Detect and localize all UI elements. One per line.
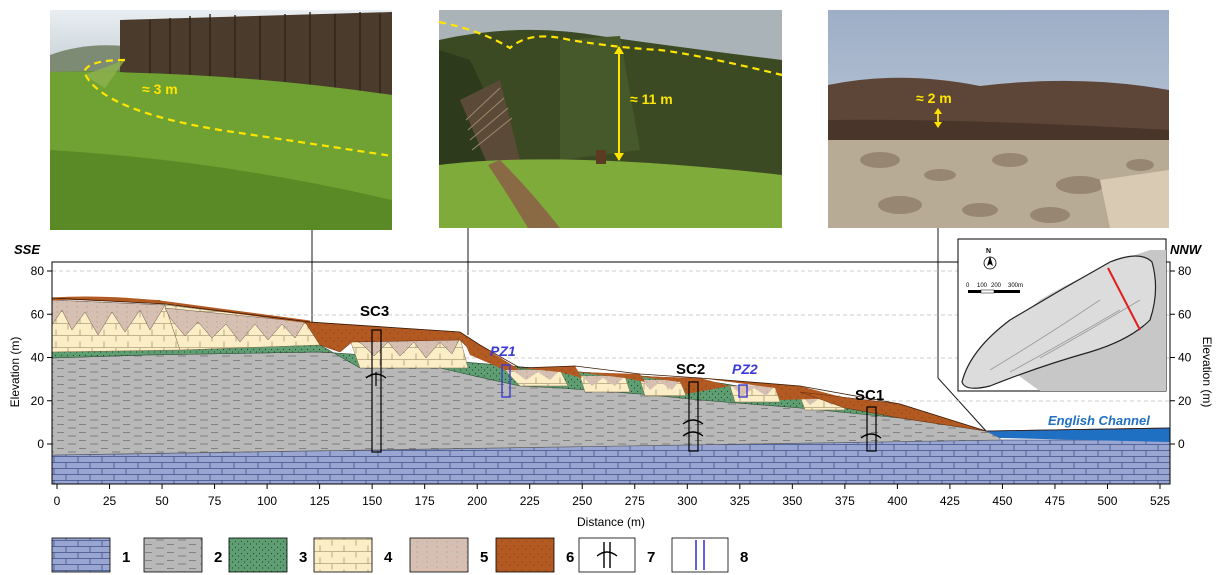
x-tick-label: 200 <box>467 494 487 508</box>
svg-text:0: 0 <box>966 283 970 289</box>
borehole-sc2-label: SC2 <box>676 361 705 378</box>
plot-frame <box>51 261 1171 485</box>
layer-flint-1 <box>51 299 166 336</box>
x-tick-label: 450 <box>992 494 1012 508</box>
photo-connectors <box>311 228 987 432</box>
y-tick-label: 80 <box>1178 264 1192 278</box>
svg-text:3: 3 <box>299 549 307 566</box>
legend-item-7: 7 <box>578 537 655 573</box>
piezometer-pz1: PZ1 <box>490 343 516 398</box>
legend-item-2: 2 <box>143 537 222 573</box>
legend-item-1: 1 <box>51 537 130 573</box>
svg-text:200: 200 <box>991 283 1002 289</box>
y-tick-label: 20 <box>1178 394 1192 408</box>
borehole-sc2: SC2 <box>676 361 705 452</box>
svg-text:8: 8 <box>740 549 748 566</box>
layer-flint-2 <box>164 307 306 343</box>
piezometer-pz2: PZ2 <box>732 361 758 398</box>
photo-3-annotation: ≈ 2 m <box>916 90 952 106</box>
borehole-sc1: SC1 <box>855 387 884 452</box>
svg-text:5: 5 <box>480 549 488 566</box>
x-tick-label: 75 <box>208 494 222 508</box>
svg-text:1: 1 <box>122 549 130 566</box>
y-axis-right: 80 60 40 20 0 <box>1170 264 1192 451</box>
borehole-sc1-label: SC1 <box>855 387 884 404</box>
x-tick-label: 50 <box>155 494 169 508</box>
sea <box>986 428 1170 442</box>
x-tick-label: 225 <box>520 494 540 508</box>
x-tick-label: 325 <box>730 494 750 508</box>
y-tick-label: 60 <box>31 307 45 321</box>
svg-text:4: 4 <box>384 549 393 566</box>
inset-map: N 0 100 200 300m <box>957 238 1167 392</box>
borehole-sc3: SC3 <box>360 303 389 453</box>
x-tick-label: 125 <box>310 494 330 508</box>
left-end-label: SSE <box>14 242 40 257</box>
ground-surface <box>51 297 1171 432</box>
x-tick-label: 0 <box>54 494 61 508</box>
photo-2: ≈ 11 m <box>438 10 783 228</box>
section-line <box>1107 267 1141 331</box>
legend-item-5: 5 <box>409 537 488 573</box>
y-axis-label-right: Elevation (m) <box>1200 337 1214 408</box>
borehole-sc3-label: SC3 <box>360 303 389 320</box>
y-tick-label: 80 <box>31 264 45 278</box>
x-tick-label: 275 <box>625 494 645 508</box>
svg-text:300m: 300m <box>1008 283 1023 289</box>
x-axis: 0 25 50 75 100 125 150 175 200 225 250 275 300 325 350… <box>54 484 1170 508</box>
photo-2-annotation: ≈ 11 m <box>630 91 673 107</box>
svg-text:7: 7 <box>647 549 655 566</box>
piezometer-pz2-label: PZ2 <box>732 361 758 377</box>
photo-1: ≈ 3 m <box>50 10 393 230</box>
scarp-line-2 <box>438 20 783 77</box>
cross-section: SC3 SC2 SC1 PZ1 PZ2 English Channel SSE … <box>14 242 1203 485</box>
photo-1-annotation: ≈ 3 m <box>142 81 178 97</box>
scarp-line-1 <box>82 58 393 158</box>
x-tick-label: 475 <box>1045 494 1065 508</box>
north-label: N <box>986 248 991 255</box>
svg-text:2: 2 <box>214 549 222 566</box>
x-tick-label: 300 <box>677 494 697 508</box>
x-tick-label: 350 <box>782 494 802 508</box>
x-tick-label: 175 <box>415 494 435 508</box>
y-tick-label: 20 <box>31 394 45 408</box>
y-axis-label-left: Elevation (m) <box>8 337 22 408</box>
x-tick-label: 400 <box>887 494 907 508</box>
legend-item-8: 8 <box>671 537 748 573</box>
y-tick-label: 0 <box>37 437 44 451</box>
landslide-outline <box>961 255 1157 389</box>
north-arrow: N <box>983 248 997 270</box>
x-tick-label: 250 <box>572 494 592 508</box>
photo-3: ≈ 2 m <box>828 10 1169 228</box>
piezometer-pz1-label: PZ1 <box>490 343 516 359</box>
legend-item-3: 3 <box>228 537 307 573</box>
y-axis-left: 80 60 40 20 0 <box>31 264 52 451</box>
x-tick-label: 425 <box>940 494 960 508</box>
legend-item-6: 6 <box>495 537 574 573</box>
sea-label: English Channel <box>1048 413 1150 428</box>
x-tick-label: 150 <box>362 494 382 508</box>
svg-text:6: 6 <box>566 549 574 566</box>
right-end-label: NNW <box>1170 242 1203 257</box>
x-tick-label: 500 <box>1097 494 1117 508</box>
legend: 1 2 3 4 5 6 7 8 <box>51 537 748 573</box>
scale-bar: 0 100 200 300m <box>966 283 1023 294</box>
y-tick-label: 0 <box>1178 437 1185 451</box>
x-axis-label: Distance (m) <box>577 515 645 529</box>
legend-item-4: 4 <box>313 537 393 573</box>
y-tick-label: 60 <box>1178 307 1192 321</box>
x-tick-label: 375 <box>835 494 855 508</box>
x-tick-label: 100 <box>257 494 277 508</box>
y-tick-label: 40 <box>31 351 45 365</box>
x-tick-label: 25 <box>103 494 117 508</box>
y-tick-label: 40 <box>1178 351 1192 365</box>
svg-text:100: 100 <box>977 283 988 289</box>
x-tick-label: 525 <box>1150 494 1170 508</box>
